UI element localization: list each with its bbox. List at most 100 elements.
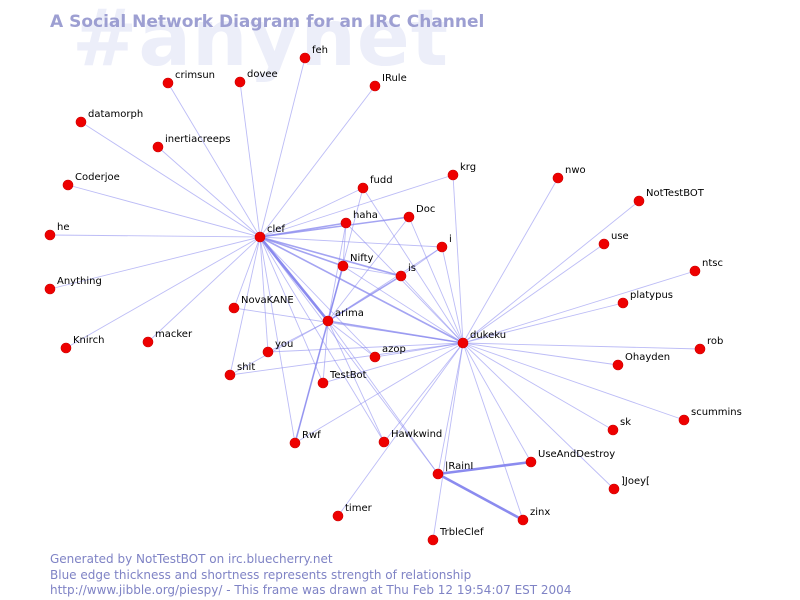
edge-clef-Hawkwind: [259, 236, 385, 443]
edge-is-i: [400, 246, 443, 277]
edge-dukeku-platypus: [462, 302, 624, 344]
edge-clef-i: [259, 236, 443, 248]
node-label: ]Joey[: [621, 476, 650, 487]
edge-clef-krg: [259, 174, 454, 238]
edge-dukeku-nwo: [462, 177, 559, 344]
node-label: sk: [620, 417, 631, 428]
node-label: haha: [353, 210, 378, 221]
node-dot: [224, 369, 236, 381]
edge-dukeku-TrbleClef: [432, 342, 464, 541]
edge-arima-shit: [229, 320, 329, 376]
node-UseAndDestroy: UseAndDestroy: [525, 449, 615, 468]
node-label: Anything: [57, 276, 102, 287]
node-crimsun: crimsun: [162, 70, 215, 89]
edge-clef-feh: [259, 57, 306, 238]
node-label: clef: [267, 224, 285, 235]
node-feh: feh: [299, 45, 328, 64]
node-timer: timer: [332, 503, 373, 522]
node-label: i: [449, 234, 452, 245]
node-label: platypus: [630, 290, 673, 301]
node-Ohayden: Ohayden: [612, 352, 670, 371]
node-label: Rwf: [302, 430, 321, 441]
node-dot: [552, 172, 564, 184]
edge-dukeku-NovaKANE: [233, 307, 464, 344]
edge-clef-he: [49, 234, 261, 238]
node-dot: [432, 468, 444, 480]
node-rob: rob: [694, 336, 723, 355]
edge-clef-fudd: [259, 187, 364, 238]
node-dot: [369, 351, 381, 363]
node-dot: [234, 76, 246, 88]
edge-dukeku-Ohayden: [462, 342, 619, 366]
node-dot: [152, 141, 164, 153]
node-dot: [607, 424, 619, 436]
node-dot: [60, 342, 72, 354]
edge-layer: [49, 57, 701, 541]
edge-dukeku-UseAndDestroy: [462, 342, 532, 463]
node-dot: [427, 534, 439, 546]
node-Hawkwind: Hawkwind: [378, 429, 442, 448]
node-label: azop: [382, 344, 406, 355]
edge-clef-dovee: [239, 81, 261, 238]
node-dot: [457, 337, 469, 349]
node-dot: [317, 377, 329, 389]
node-dot: [689, 265, 701, 277]
node-inertiacreeps: inertiacreeps: [152, 134, 230, 153]
edge-arima-IRainI: [327, 320, 439, 475]
node-label: Ohayden: [625, 352, 670, 363]
edge-dukeku-krg: [452, 174, 464, 344]
edge-dukeku-scummins: [462, 342, 685, 421]
footer-timestamp: http://www.jibble.org/piespy/ - This fra…: [50, 583, 572, 597]
edge-dukeku-IRainI: [437, 342, 464, 475]
node-NotTestBOT: NotTestBOT: [633, 188, 705, 207]
node-label: macker: [155, 329, 193, 340]
node-Coderjoe: Coderjoe: [62, 172, 120, 191]
node-label: Nifty: [350, 253, 374, 264]
node-dot: [322, 315, 334, 327]
node-azop: azop: [369, 344, 406, 363]
node-dot: [142, 336, 154, 348]
node-dot: [369, 80, 381, 92]
edge-dukeku-is: [400, 275, 464, 344]
node-dot: [44, 283, 56, 295]
node-label: Coderjoe: [75, 172, 120, 183]
node-label: rob: [707, 336, 723, 347]
node-NovaKANE: NovaKANE: [228, 295, 294, 314]
node-label: TrbleClef: [439, 527, 484, 538]
edge-clef-Anything: [49, 236, 261, 290]
edge-dukeku-timer: [337, 342, 464, 517]
edge-arima-Hawkwind: [327, 320, 385, 443]
footer-generated-by: Generated by NotTestBOT on irc.bluecherr…: [50, 552, 333, 566]
edge-IRainI-zinx: [437, 472, 524, 522]
node-haha: haha: [340, 210, 378, 229]
node-label: ntsc: [702, 258, 723, 269]
node-label: nwo: [565, 165, 586, 176]
node-dot: [598, 238, 610, 250]
node-dot: [340, 217, 352, 229]
node-he: he: [44, 222, 70, 241]
edge-dukeku-ntsc: [462, 270, 696, 344]
node-label: NovaKANE: [241, 295, 294, 306]
footer: Generated by NotTestBOT on irc.bluecherr…: [50, 552, 571, 599]
node-use: use: [598, 231, 629, 250]
node-zinx: zinx: [517, 507, 550, 526]
edge-dukeku-NotTestBOT: [462, 200, 640, 344]
edge-dukeku-sk: [462, 342, 614, 431]
edge-clef-NovaKANE: [233, 236, 261, 309]
edge-clef-IRainI: [259, 236, 439, 475]
edge-haha-Nifty: [342, 222, 347, 267]
node-label: TestBot: [329, 370, 367, 381]
node-dot: [62, 179, 74, 191]
node-macker: macker: [142, 329, 193, 348]
edge-dukeku-you: [267, 342, 464, 353]
edge-dukeku-TestBot: [322, 342, 464, 384]
edge-clef-macker: [147, 236, 261, 343]
edge-arima-azop: [327, 320, 376, 358]
node-label: use: [611, 231, 629, 242]
node-platypus: platypus: [617, 290, 673, 309]
node-IRule: IRule: [369, 73, 407, 92]
edge-dukeku-zinx: [462, 342, 524, 521]
edge-clef-you: [259, 236, 269, 353]
node-label: arima: [335, 308, 364, 319]
node-dot: [378, 436, 390, 448]
